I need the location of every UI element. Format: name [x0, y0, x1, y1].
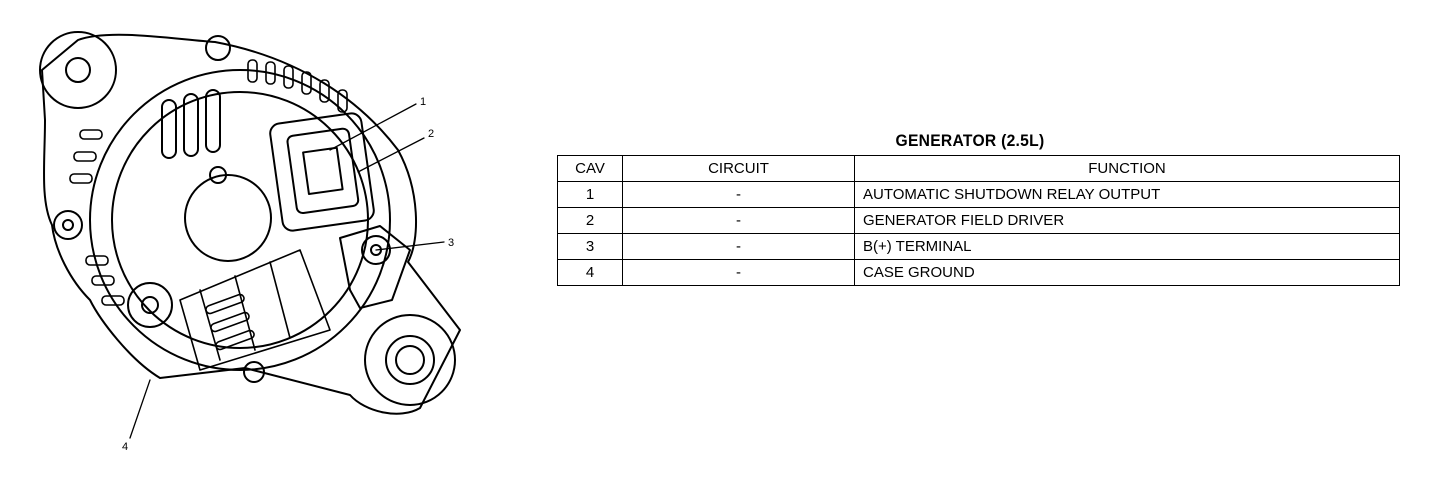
generator-diagram: 1 2 3 4 — [39, 31, 461, 453]
mount-lug-top — [205, 35, 231, 61]
callout-2: 2 — [428, 128, 434, 140]
connector-pins — [302, 146, 344, 196]
mount-lug-bottom-left-hole — [141, 296, 159, 314]
table-header-row: CAV CIRCUIT FUNCTION — [557, 155, 1400, 182]
rectifier-fins — [179, 249, 331, 371]
function-cell: CASE GROUND — [854, 259, 1400, 286]
table-row: 3 - B(+) TERMINAL — [557, 233, 1400, 260]
connector-plug — [286, 127, 360, 215]
callout-4: 4 — [122, 441, 128, 453]
leader-lines — [129, 103, 445, 439]
mount-ear-bottom-right — [364, 314, 456, 406]
bearing-cap — [184, 174, 272, 262]
function-cell: B(+) TERMINAL — [854, 233, 1400, 260]
circuit-cell: - — [622, 233, 855, 260]
cav-cell: 3 — [557, 233, 623, 260]
connector-pinout-table: CAV CIRCUIT FUNCTION 1 - AUTOMATIC SHUTD… — [557, 155, 1400, 286]
circuit-cell: - — [622, 259, 855, 286]
mount-hole-bottom-right — [395, 345, 425, 375]
mount-lug-left-hole — [62, 219, 74, 231]
callout-3: 3 — [448, 237, 454, 249]
header-cav: CAV — [557, 155, 623, 182]
cav-cell: 2 — [557, 207, 623, 234]
connector-housing — [269, 112, 375, 232]
mount-boss-bottom-right — [385, 335, 435, 385]
cav-cell: 4 — [557, 259, 623, 286]
mount-hole-top-left — [65, 57, 91, 83]
mount-ear-top-left — [39, 31, 117, 109]
callout-1: 1 — [420, 96, 426, 108]
table-row: 2 - GENERATOR FIELD DRIVER — [557, 207, 1400, 234]
function-cell: AUTOMATIC SHUTDOWN RELAY OUTPUT — [854, 181, 1400, 208]
table-title: GENERATOR (2.5L) — [895, 131, 1045, 150]
table-row: 1 - AUTOMATIC SHUTDOWN RELAY OUTPUT — [557, 181, 1400, 208]
header-circuit: CIRCUIT — [622, 155, 855, 182]
rear-housing — [89, 69, 391, 371]
circuit-cell: - — [622, 181, 855, 208]
terminal-plate — [339, 225, 411, 309]
table-row: 4 - CASE GROUND — [557, 259, 1400, 286]
mount-lug-left — [53, 210, 83, 240]
cooling-fins — [69, 59, 348, 306]
b-plus-terminal — [361, 235, 391, 265]
circuit-cell: - — [622, 207, 855, 234]
mount-lug-bottom — [243, 361, 265, 383]
mount-lug-bottom-left — [127, 282, 173, 328]
header-function: FUNCTION — [854, 155, 1400, 182]
generator-housing — [41, 33, 461, 415]
cav-cell: 1 — [557, 181, 623, 208]
bearing-screw — [209, 166, 227, 184]
function-cell: GENERATOR FIELD DRIVER — [854, 207, 1400, 234]
vent-slots-top — [161, 89, 221, 159]
